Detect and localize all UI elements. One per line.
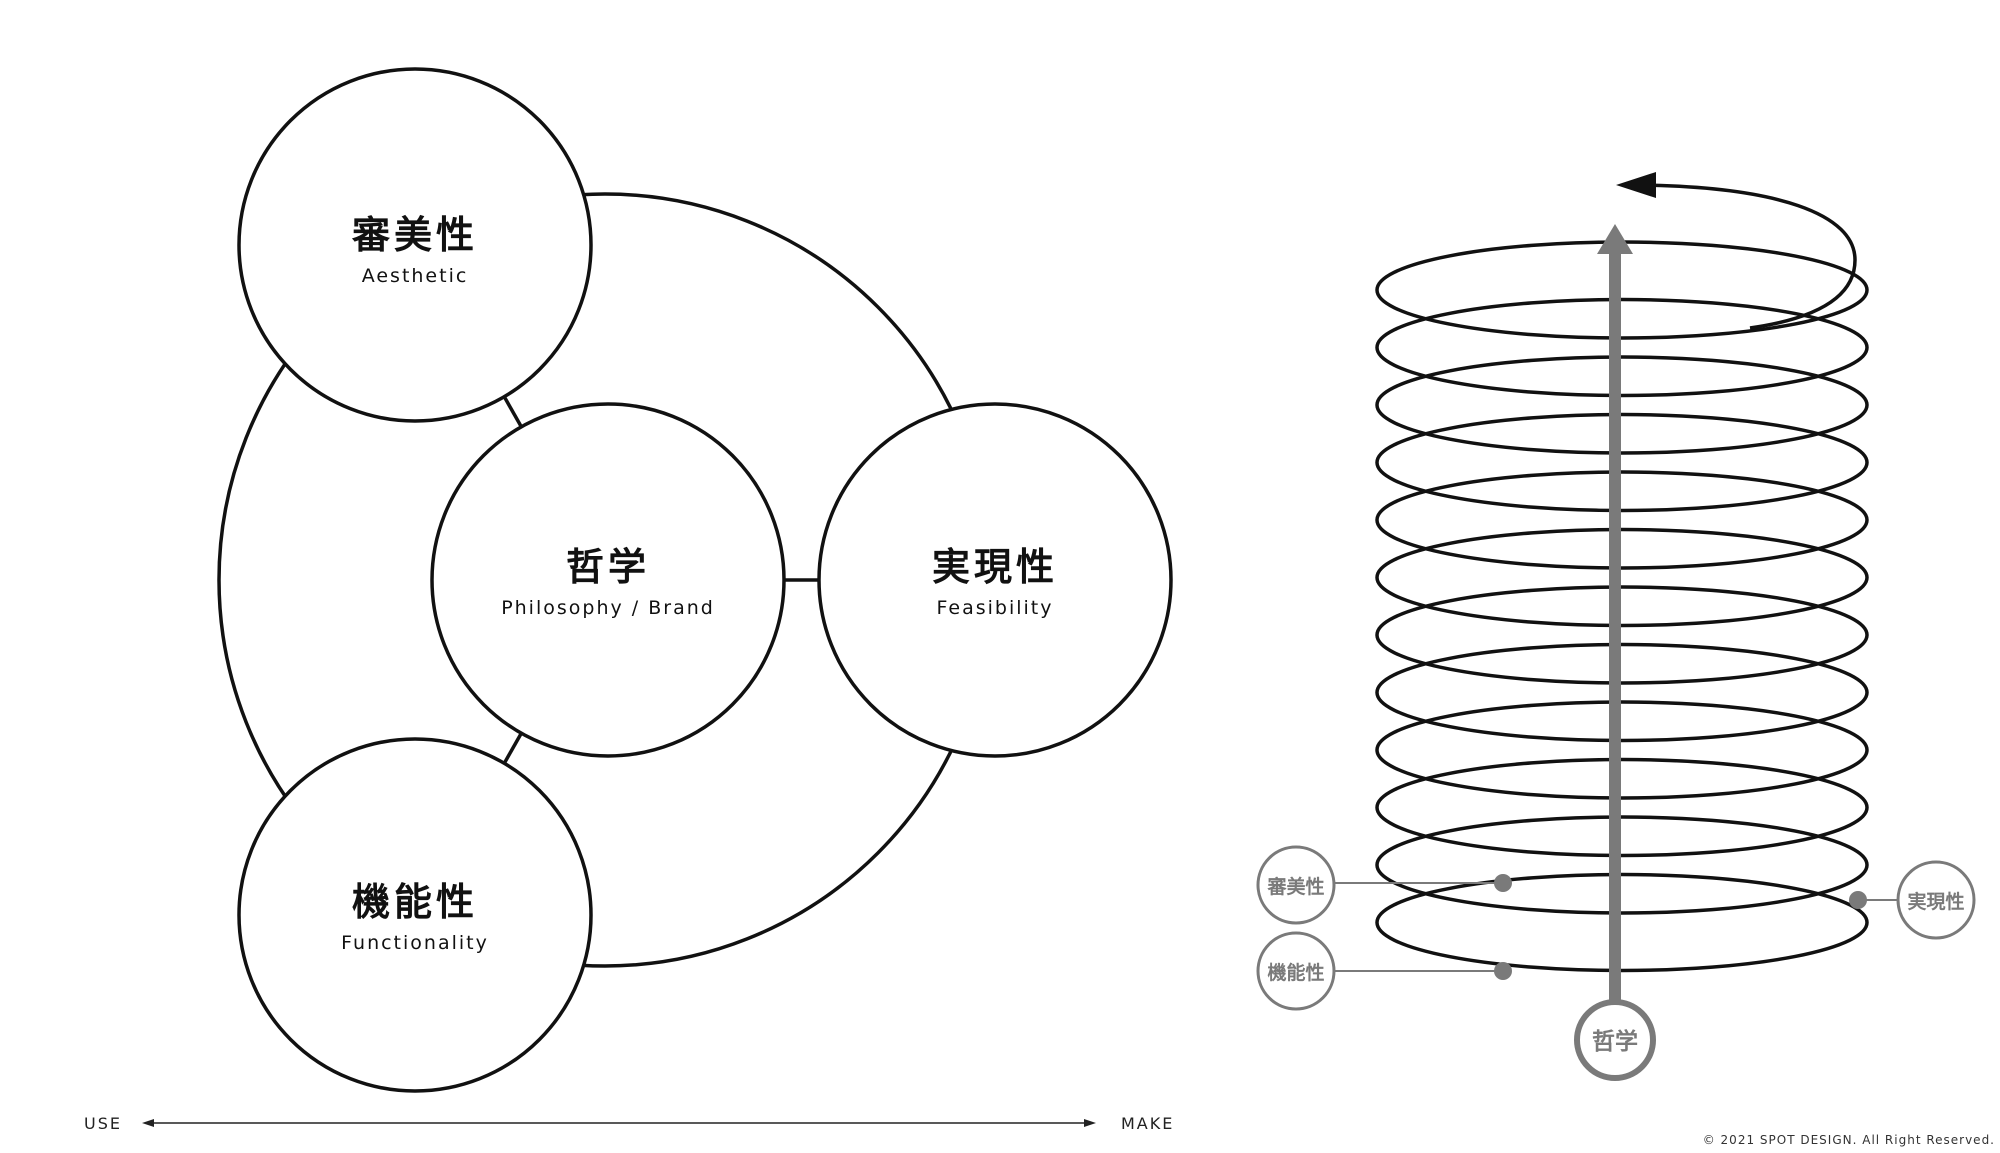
- functionality-dot: [1494, 962, 1512, 980]
- spiral-coil: [1375, 297, 1869, 398]
- feasibility-dot: [1849, 891, 1867, 909]
- axis-left-arrowhead: [142, 1119, 154, 1127]
- spiral-feasibility-label: 実現性: [1907, 890, 1964, 913]
- use-make-axis: USE MAKE: [84, 1114, 1174, 1133]
- connector-bottom: [503, 731, 524, 763]
- feasibility-circle: [817, 402, 1173, 758]
- spiral-aesthetic-label: 審美性: [1266, 875, 1324, 898]
- spiral-philosophy-circle: [1574, 999, 1656, 1081]
- philosophy-diagram: 審美性 Aesthetic 哲学 Philosophy / Brand 実現性 …: [217, 67, 1173, 1093]
- spiral-coil: [1375, 757, 1869, 858]
- axis-right-arrowhead: [1084, 1119, 1096, 1127]
- aesthetic-circle: [237, 67, 593, 423]
- spiral-aesthetic-circle: [1256, 845, 1336, 925]
- spiral-coil: [1375, 585, 1869, 685]
- axis-label-make: MAKE: [1121, 1114, 1174, 1133]
- spiral-top-arc: [1624, 183, 1857, 330]
- spiral-coil: [1375, 412, 1869, 513]
- spiral-philosophy-label: 哲学: [1592, 1028, 1638, 1055]
- spiral-functionality-circle: [1256, 931, 1336, 1011]
- spiral-arrowhead: [1616, 172, 1656, 198]
- spiral-coil: [1375, 527, 1869, 628]
- aesthetic-dot: [1494, 874, 1512, 892]
- spiral-coil: [1375, 355, 1869, 455]
- feasibility-subtitle: Feasibility: [937, 597, 1054, 619]
- spiral-coil: [1375, 872, 1869, 973]
- spiral-coil: [1375, 642, 1869, 743]
- philosophy-subtitle: Philosophy / Brand: [501, 597, 715, 619]
- spiral-coil: [1375, 470, 1869, 570]
- philosophy-axis-arrowhead: [1597, 224, 1633, 254]
- spiral-coils: [1375, 240, 1869, 973]
- feasibility-title: 実現性: [932, 545, 1058, 589]
- copyright-text: © 2021 SPOT DESIGN. All Right Reserved.: [1703, 1133, 1995, 1147]
- philosophy-title: 哲学: [566, 545, 650, 589]
- spiral-diagram: 審美性 機能性 実現性 哲学: [1256, 172, 1976, 1081]
- connector-top: [503, 397, 524, 429]
- aesthetic-subtitle: Aesthetic: [362, 265, 469, 287]
- spiral-coil: [1375, 700, 1869, 800]
- functionality-title: 機能性: [352, 880, 478, 924]
- philosophy-circle: [430, 402, 786, 758]
- functionality-circle: [237, 737, 593, 1093]
- functionality-subtitle: Functionality: [341, 932, 489, 954]
- spiral-functionality-label: 機能性: [1267, 961, 1324, 984]
- spiral-feasibility-circle: [1896, 860, 1976, 940]
- spiral-coil: [1375, 240, 1869, 340]
- spiral-coil: [1375, 815, 1869, 915]
- aesthetic-title: 審美性: [351, 213, 478, 257]
- axis-label-use: USE: [84, 1114, 122, 1133]
